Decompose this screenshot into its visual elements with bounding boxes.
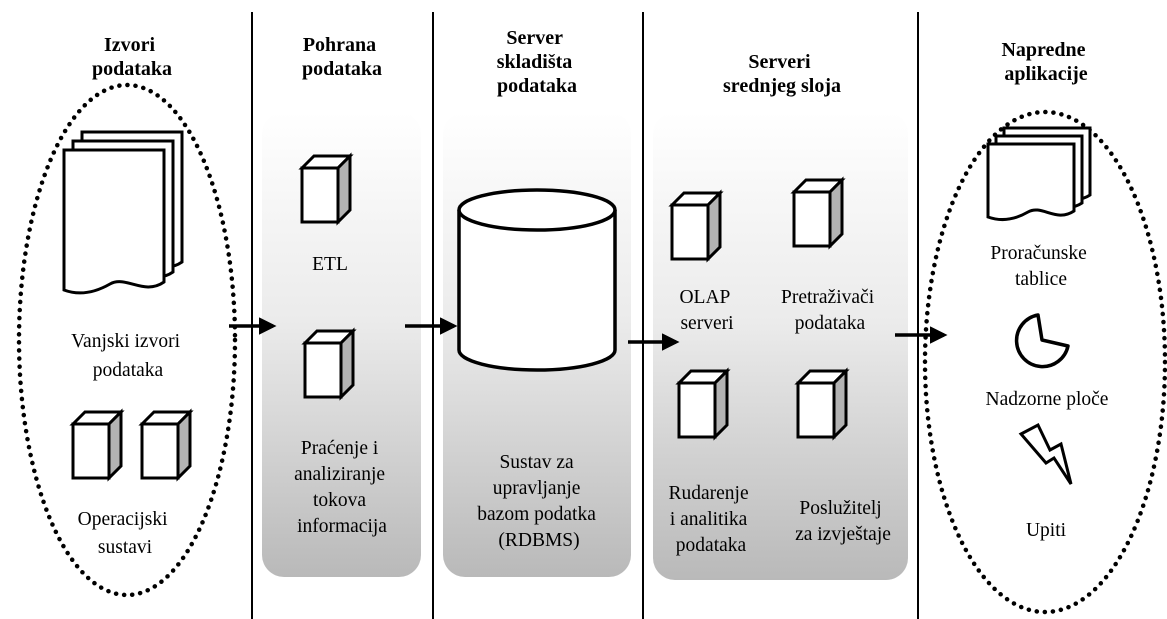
cube-icon [792, 178, 844, 248]
item-labels: Vanjski izvori podataka Operacijski sust… [71, 243, 1108, 558]
cube-icon [300, 154, 352, 224]
document-stack-icon [986, 126, 1092, 221]
label-rudarenje-analitika: Rudarenje i analitika podataka [668, 483, 753, 556]
document-stack-icon [62, 130, 184, 295]
label-etl: ETL [312, 254, 348, 275]
flow-arrows [229, 317, 948, 351]
label-olap-serveri: OLAP serveri [679, 287, 734, 334]
heading-izvori-podataka: Izvori podataka [92, 34, 172, 80]
lightning-icon [1018, 422, 1073, 485]
column-separators [251, 12, 919, 619]
ellipse-izvori-podataka [16, 82, 238, 598]
ellipse-napredne-aplikacije [922, 109, 1167, 615]
label-vanjski-izvori-podataka: Vanjski izvori podataka [71, 331, 185, 381]
cube-icon [677, 369, 729, 439]
label-pretrazivaci-podataka: Pretraživači podataka [781, 287, 879, 334]
cube-icon [140, 410, 192, 480]
label-nadzorne-ploce: Nadzorne ploče [986, 389, 1109, 410]
database-cylinder-icon [457, 188, 617, 372]
heading-server-skladista-podataka: Server skladišta podataka [497, 27, 578, 97]
pie-chart-icon [1014, 313, 1070, 369]
cube-icon [303, 329, 355, 399]
heading-napredne-aplikacije: Napredne aplikacije [1001, 39, 1090, 85]
source-ellipses [16, 82, 1167, 615]
label-pracenje-tokova: Praćenje i analiziranje tokova informaci… [294, 438, 390, 537]
label-proracunske-tablice: Proračunske tablice [990, 243, 1091, 290]
label-operacijski-sustavi: Operacijski sustavi [78, 509, 173, 558]
label-posluzitelj-izvjestaji: Poslužitelj za izvještaje [795, 498, 891, 545]
cube-icon [71, 410, 123, 480]
label-rdbms: Sustav za upravljanje bazom podatka (RDB… [477, 452, 600, 551]
heading-serveri-srednjeg-sloja: Serveri srednjeg sloja [723, 51, 841, 97]
label-upiti: Upiti [1026, 520, 1067, 541]
column-headings: Izvori podataka Pohrana podataka Server … [92, 27, 1090, 97]
cube-icon [796, 369, 848, 439]
cube-icon [670, 191, 722, 261]
heading-pohrana-podataka: Pohrana podataka [302, 34, 382, 80]
